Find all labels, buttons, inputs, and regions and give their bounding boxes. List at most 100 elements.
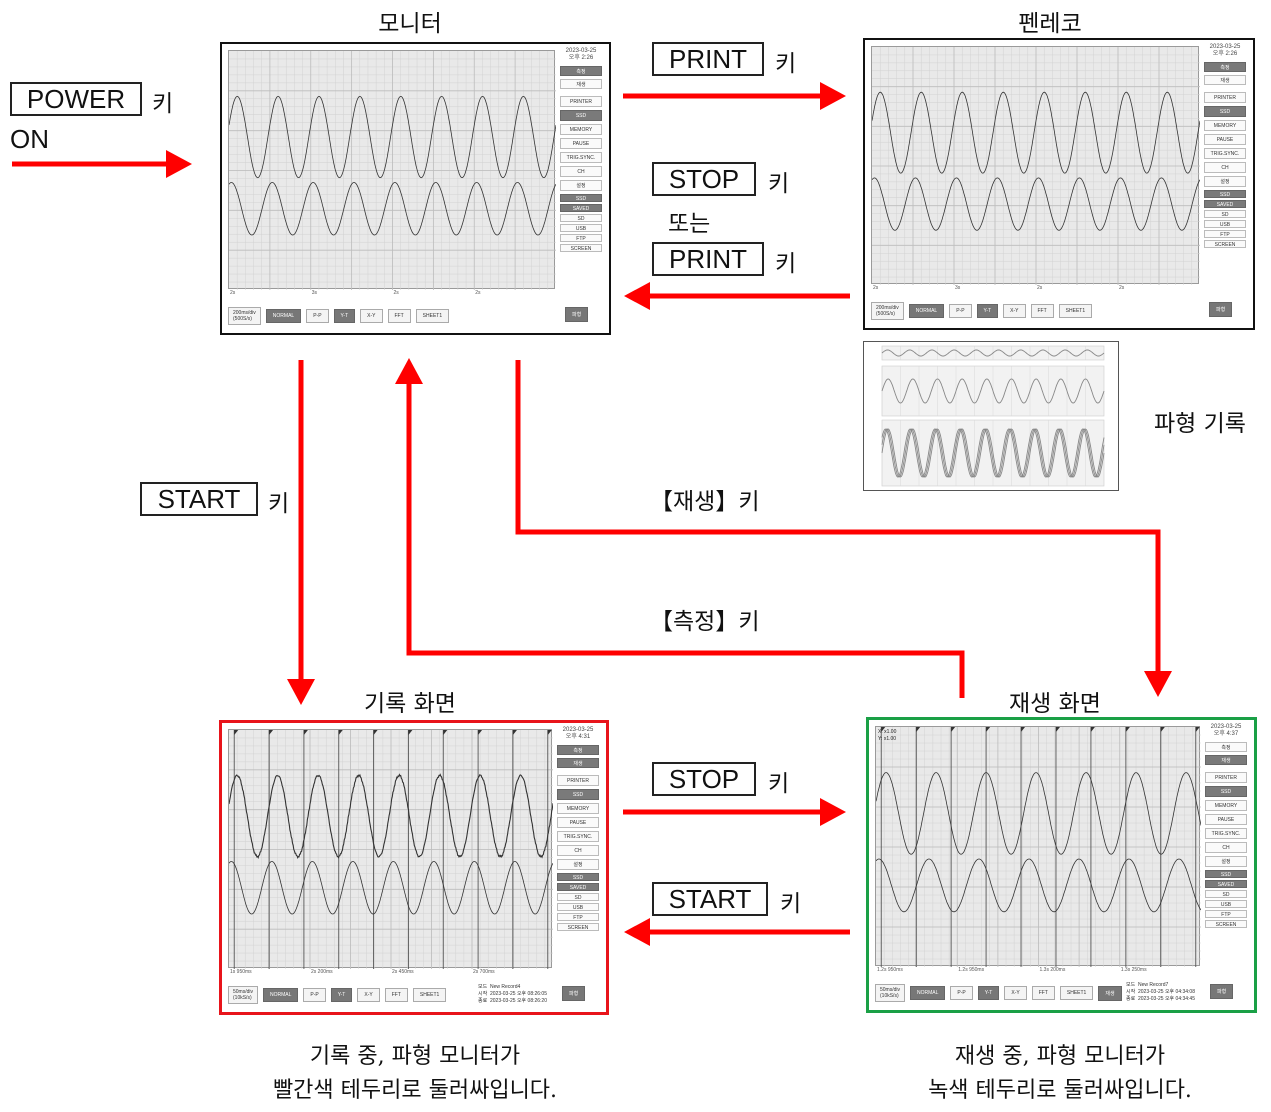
side-button-memory[interactable]: MEMORY [1205,800,1247,811]
storage-item-sd[interactable]: SD [1205,890,1247,898]
side-button-printer[interactable]: PRINTER [1204,92,1246,103]
bottom-button-xy[interactable]: X-Y [360,309,383,323]
storage-item-ssd[interactable]: SSD [560,194,602,202]
side-button-pause[interactable]: PAUSE [1205,814,1247,825]
time-axis-label: 2s [1037,285,1043,291]
storage-item-ftp[interactable]: FTP [557,913,599,921]
side-button-trigsync[interactable]: TRIG.SYNC. [1204,148,1246,159]
side-button-ssd[interactable]: SSD [560,110,602,121]
bottom-button-pp[interactable]: P-P [949,304,972,318]
waveform-plot-area[interactable] [228,729,554,969]
storage-item-saved[interactable]: SAVED [557,883,599,891]
side-button-printer[interactable]: PRINTER [560,96,602,107]
waveform-button[interactable]: 파형 [562,986,586,1001]
storage-item-sd[interactable]: SD [560,214,602,222]
storage-item-screen[interactable]: SCREEN [1205,920,1247,928]
side-button-재생[interactable]: 재생 [1205,755,1247,765]
bottom-button-pp[interactable]: P-P [306,309,329,323]
bottom-button-normal[interactable]: NORMAL [263,988,299,1002]
bottom-button-pp[interactable]: P-P [303,988,326,1002]
side-button-pause[interactable]: PAUSE [1204,134,1246,145]
storage-item-usb[interactable]: USB [557,903,599,911]
bottom-button-sheet1[interactable]: SHEET1 [412,988,447,1002]
side-button-memory[interactable]: MEMORY [560,124,602,135]
side-button-ssd[interactable]: SSD [557,789,599,800]
waveform-plot-area[interactable] [871,46,1201,285]
side-button-측정[interactable]: 측정 [557,745,599,755]
bottom-button-fft[interactable]: FFT [1030,304,1054,318]
bottom-button-yt[interactable]: Y-T [330,988,353,1002]
side-button-측정[interactable]: 측정 [1204,62,1246,72]
bottom-button-normal[interactable]: NORMAL [910,986,946,1000]
side-button-trigsync[interactable]: TRIG.SYNC. [557,831,599,842]
side-button-printer[interactable]: PRINTER [1205,772,1247,783]
bottom-button-yt[interactable]: Y-T [333,309,356,323]
side-button-재생[interactable]: 재생 [560,79,602,89]
bottom-button-xy[interactable]: X-Y [1004,986,1027,1000]
side-button-memory[interactable]: MEMORY [557,803,599,814]
storage-item-screen[interactable]: SCREEN [1204,240,1246,248]
side-button-ch[interactable]: CH [557,845,599,856]
storage-item-screen[interactable]: SCREEN [557,923,599,931]
storage-item-ssd[interactable]: SSD [1205,870,1247,878]
side-button-측정[interactable]: 측정 [560,66,602,76]
side-button-설정[interactable]: 설정 [557,859,599,870]
side-button-trigsync[interactable]: TRIG.SYNC. [560,152,602,163]
bottom-button-normal[interactable]: NORMAL [908,304,945,318]
recording-caption: 기록 중, 파형 모니터가 빨간색 테두리로 둘러싸입니다. [210,1040,620,1108]
bottom-button-yt[interactable]: Y-T [977,986,1000,1000]
side-button-재생[interactable]: 재생 [1204,75,1246,85]
storage-item-sd[interactable]: SD [1204,210,1246,218]
side-button-printer[interactable]: PRINTER [557,775,599,786]
side-button-ch[interactable]: CH [1205,842,1247,853]
time-range-button[interactable]: 50ms/div(10kS/s) [875,984,906,1002]
storage-item-usb[interactable]: USB [560,224,602,232]
side-button-설정[interactable]: 설정 [560,180,602,191]
bottom-button-fft[interactable]: FFT [387,309,411,323]
side-button-ssd[interactable]: SSD [1205,786,1247,797]
side-button-pause[interactable]: PAUSE [560,138,602,149]
storage-item-saved[interactable]: SAVED [1204,200,1246,208]
side-button-ch[interactable]: CH [560,166,602,177]
bottom-button-xy[interactable]: X-Y [1003,304,1026,318]
storage-item-saved[interactable]: SAVED [1205,880,1247,888]
bottom-button-sheet1[interactable]: SHEET1 [415,309,450,323]
bottom-button-pp[interactable]: P-P [950,986,973,1000]
storage-item-ssd[interactable]: SSD [557,873,599,881]
time-range-button[interactable]: 200ms/div(500S/s) [871,302,904,320]
time-range-button[interactable]: 200ms/div(500S/s) [228,307,261,325]
bottom-button-yt[interactable]: Y-T [976,304,999,318]
waveform-plot-area[interactable] [228,50,557,290]
bottom-button-fft[interactable]: FFT [1031,986,1055,1000]
time-range-button[interactable]: 50ms/div(10kS/s) [228,986,259,1004]
bottom-button-xy[interactable]: X-Y [357,988,380,1002]
storage-item-ssd[interactable]: SSD [1204,190,1246,198]
storage-item-sd[interactable]: SD [557,893,599,901]
bottom-button-sheet1[interactable]: SHEET1 [1059,986,1094,1000]
side-button-memory[interactable]: MEMORY [1204,120,1246,131]
waveform-button[interactable]: 파형 [565,307,589,322]
side-button-설정[interactable]: 설정 [1204,176,1246,187]
storage-item-ftp[interactable]: FTP [1205,910,1247,918]
bottom-button-playback[interactable]: 재생 [1098,985,1122,1001]
storage-item-usb[interactable]: USB [1205,900,1247,908]
waveform-button[interactable]: 파형 [1210,984,1234,999]
storage-item-ftp[interactable]: FTP [1204,230,1246,238]
storage-item-usb[interactable]: USB [1204,220,1246,228]
waveform-button[interactable]: 파형 [1209,302,1233,317]
storage-item-screen[interactable]: SCREEN [560,244,602,252]
storage-item-saved[interactable]: SAVED [560,204,602,212]
storage-item-ftp[interactable]: FTP [560,234,602,242]
side-button-trigsync[interactable]: TRIG.SYNC. [1205,828,1247,839]
side-button-ssd[interactable]: SSD [1204,106,1246,117]
bottom-button-normal[interactable]: NORMAL [265,309,302,323]
side-button-ch[interactable]: CH [1204,162,1246,173]
bottom-button-sheet1[interactable]: SHEET1 [1058,304,1093,318]
bottom-button-fft[interactable]: FFT [384,988,408,1002]
side-button-측정[interactable]: 측정 [1205,742,1247,752]
side-button-설정[interactable]: 설정 [1205,856,1247,867]
side-button-재생[interactable]: 재생 [557,758,599,768]
side-button-pause[interactable]: PAUSE [557,817,599,828]
